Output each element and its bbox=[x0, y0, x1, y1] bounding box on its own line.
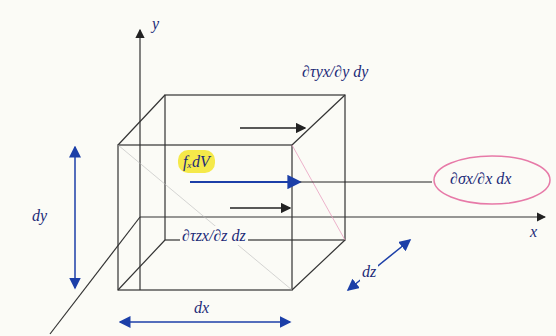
shear-arrow-top bbox=[240, 127, 305, 128]
stress-gradient-label: ∂τyx/∂y dy bbox=[300, 62, 370, 81]
y-axis bbox=[139, 30, 140, 290]
dimension-dx bbox=[120, 321, 290, 323]
front-face bbox=[118, 145, 292, 290]
back-face bbox=[165, 95, 345, 240]
axis-label: y bbox=[150, 14, 161, 33]
dimension-dz bbox=[348, 240, 410, 290]
dimension-label: dz bbox=[360, 262, 378, 281]
z-axis bbox=[50, 217, 140, 334]
dimension-dy bbox=[74, 147, 76, 288]
body-force-arrow bbox=[190, 181, 300, 183]
dimension-label: dx bbox=[192, 298, 211, 317]
shear-arrow-front bbox=[230, 207, 290, 208]
body-force-label: fₓdV bbox=[178, 150, 215, 173]
dimension-label: dy bbox=[30, 206, 49, 225]
stress-gradient-label: ∂τzx/∂z dz bbox=[180, 226, 248, 245]
highlight-circle bbox=[434, 156, 550, 204]
stress-gradient-label: ∂σx/∂x dx bbox=[448, 169, 513, 188]
x-axis bbox=[140, 216, 545, 217]
axis-label: x bbox=[528, 222, 539, 241]
leader-line bbox=[300, 182, 432, 183]
